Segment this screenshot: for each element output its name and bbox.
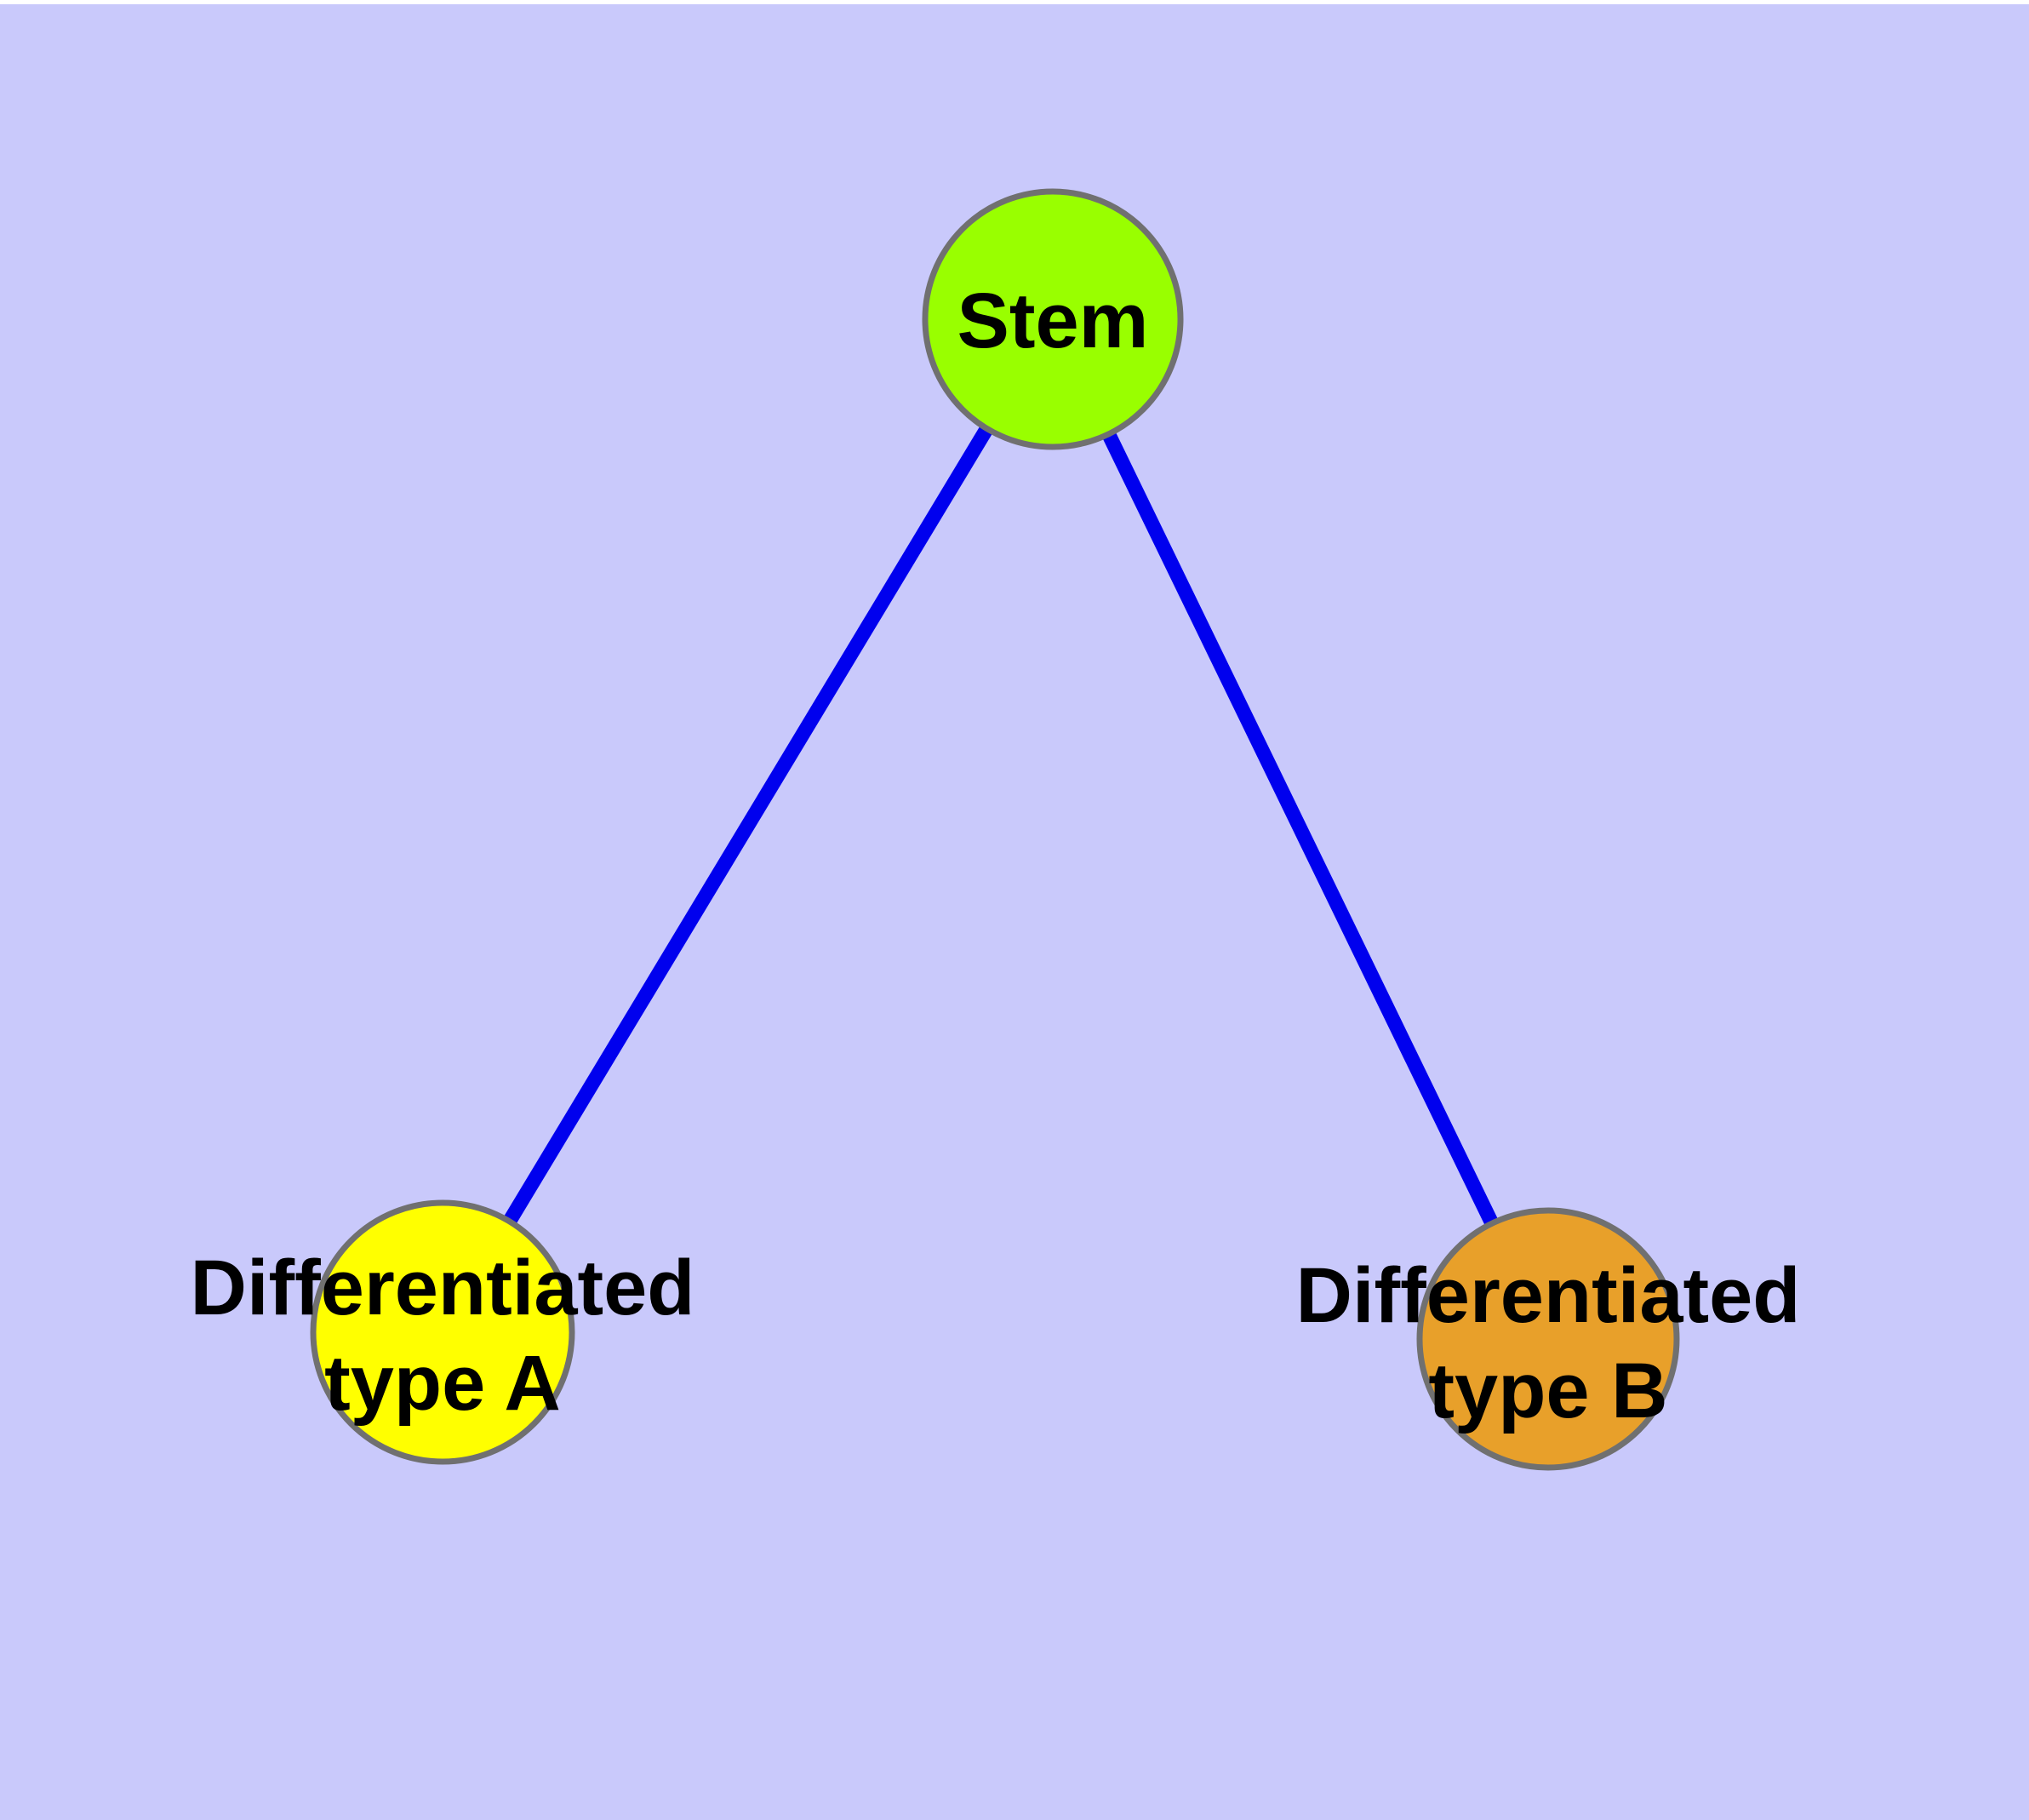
edge-stem-to-type-b [1046,316,1555,1342]
node-stem [922,188,1184,450]
node-differentiated-type-b [1416,1207,1680,1471]
edge-stem-to-type-a [436,315,1060,1336]
node-differentiated-type-a [310,1199,575,1465]
